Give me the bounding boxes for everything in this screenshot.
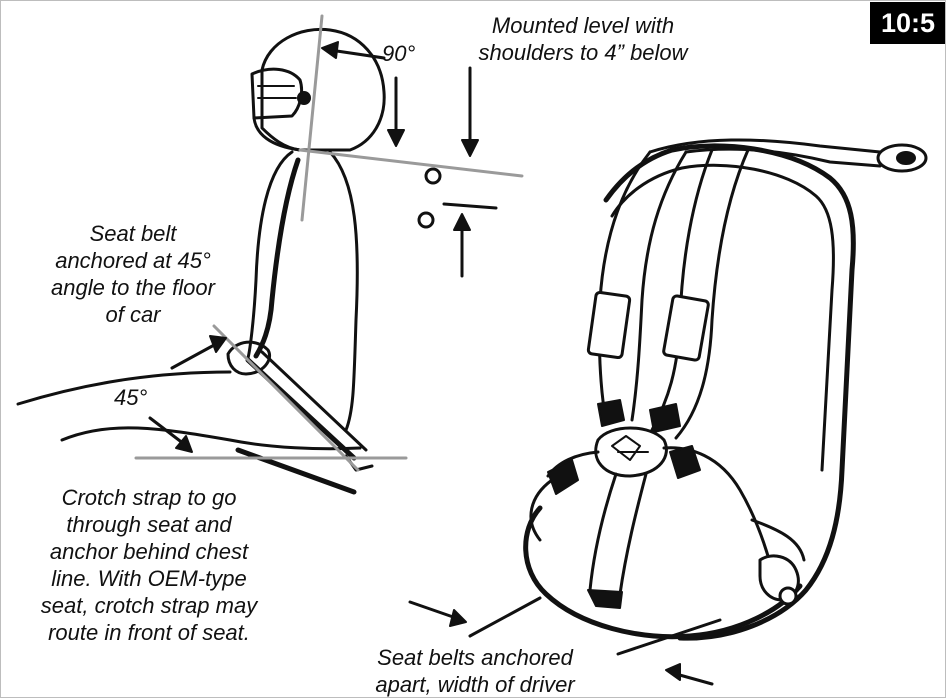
driver-thigh: [16, 370, 232, 406]
lap-belt-line: of car: [105, 302, 161, 327]
angle-90-arrow-shaft: [328, 48, 386, 60]
arrow-icon: [209, 335, 227, 353]
lap-belt-label: Seat belt anchored at 45° angle to the f…: [22, 220, 244, 328]
visor-shade: [257, 85, 297, 99]
seat-belts-apart-line: Seat belts anchored: [377, 645, 573, 670]
apart-right-arrow-shaft: [674, 672, 714, 686]
helmet-visor: [250, 67, 304, 120]
helmet-vent: [297, 91, 311, 105]
mounted-level-line: shoulders to 4” below: [478, 40, 688, 65]
crotch-strap-end: [587, 589, 623, 609]
crotch-strap-line: route in front of seat.: [48, 620, 250, 645]
seat-belts-apart-label: Seat belts anchored apart, width of driv…: [340, 644, 610, 698]
strap-adjuster-left: [586, 290, 632, 360]
shoulder-strap-left-inner: [630, 150, 688, 422]
crotch-strap-line: through seat and: [66, 512, 232, 537]
arrow-icon: [461, 139, 479, 157]
crotch-strap-line: Crotch strap to go: [61, 485, 237, 510]
seat-belts-apart-line: apart, width of driver: [375, 672, 575, 697]
crotch-strap-line: line. With OEM-type: [51, 566, 247, 591]
mounted-level-label: Mounted level with shoulders to 4” below: [452, 12, 714, 66]
lap-belt-side-edge: [260, 350, 368, 452]
lap-belt-line: Seat belt: [89, 221, 177, 246]
helmet-vertical-guide: [300, 14, 324, 222]
crotch-strap-line: anchor behind chest: [49, 539, 249, 564]
lap-belt-left-dark: [547, 459, 579, 495]
shoulder-marker-lower: [417, 211, 435, 229]
adjuster-shading: [597, 399, 681, 433]
arrow-icon: [665, 663, 681, 681]
crotch-strap-label: Crotch strap to go through seat and anch…: [4, 484, 294, 646]
seat-back-inner: [610, 163, 835, 472]
shoulder-strap-side: [253, 157, 301, 359]
strap-adjuster-right: [662, 294, 710, 362]
apart-left-dimension: [468, 596, 542, 638]
racing-seat-with-harness-illustration: [523, 138, 928, 641]
driver-arm: [226, 340, 271, 376]
lap-anchor-bolt: [778, 586, 798, 606]
shoulder-level-guide: [298, 148, 524, 178]
shoulder-strap-right-inner: [674, 148, 750, 440]
apart-left-arrow-shaft: [408, 600, 458, 620]
arrow-icon: [453, 213, 471, 231]
crotch-strap: [588, 472, 648, 596]
lap-belt-line: angle to the floor: [51, 275, 215, 300]
arrow-icon: [449, 609, 467, 627]
driver-leg-lower: [60, 426, 362, 451]
arrow-icon: [175, 435, 193, 453]
shoulder-marker-upper: [424, 167, 442, 185]
rear-anchor-hole: [896, 151, 916, 165]
four-inch-bar: [442, 202, 498, 210]
angle-45-arrow-shaft: [148, 416, 186, 446]
seat-side-right: [750, 518, 806, 562]
arrow-icon: [321, 41, 339, 59]
figure-number-badge: 10:5: [870, 2, 946, 44]
arrow-icon: [387, 129, 405, 147]
seat-bolster-left: [529, 478, 554, 542]
seat-base: [523, 505, 803, 640]
lap-belt-line: anchored at 45°: [55, 248, 211, 273]
annotation-arrows: [148, 41, 722, 686]
helmet-chin: [252, 116, 302, 152]
shoulder-strap-tail-lower: [684, 147, 882, 168]
lap-angle-label: 45°: [114, 385, 148, 410]
lap-belt-right-dark: [669, 445, 701, 479]
driver-back: [328, 150, 359, 432]
shoulder-strap-tail: [648, 138, 882, 154]
lap-belt-arrow-shaft: [170, 342, 218, 370]
helmet-angle-label: 90°: [382, 41, 416, 66]
lap-belt-angle-guide: [212, 324, 360, 472]
seat-back: [603, 143, 856, 641]
crotch-strap-line: seat, crotch strap may: [40, 593, 258, 618]
mounted-level-line: Mounted level with: [491, 13, 675, 38]
driver-side-view-illustration: [16, 27, 442, 495]
guide-lines: [134, 14, 524, 472]
camlock-detail: [611, 435, 649, 461]
